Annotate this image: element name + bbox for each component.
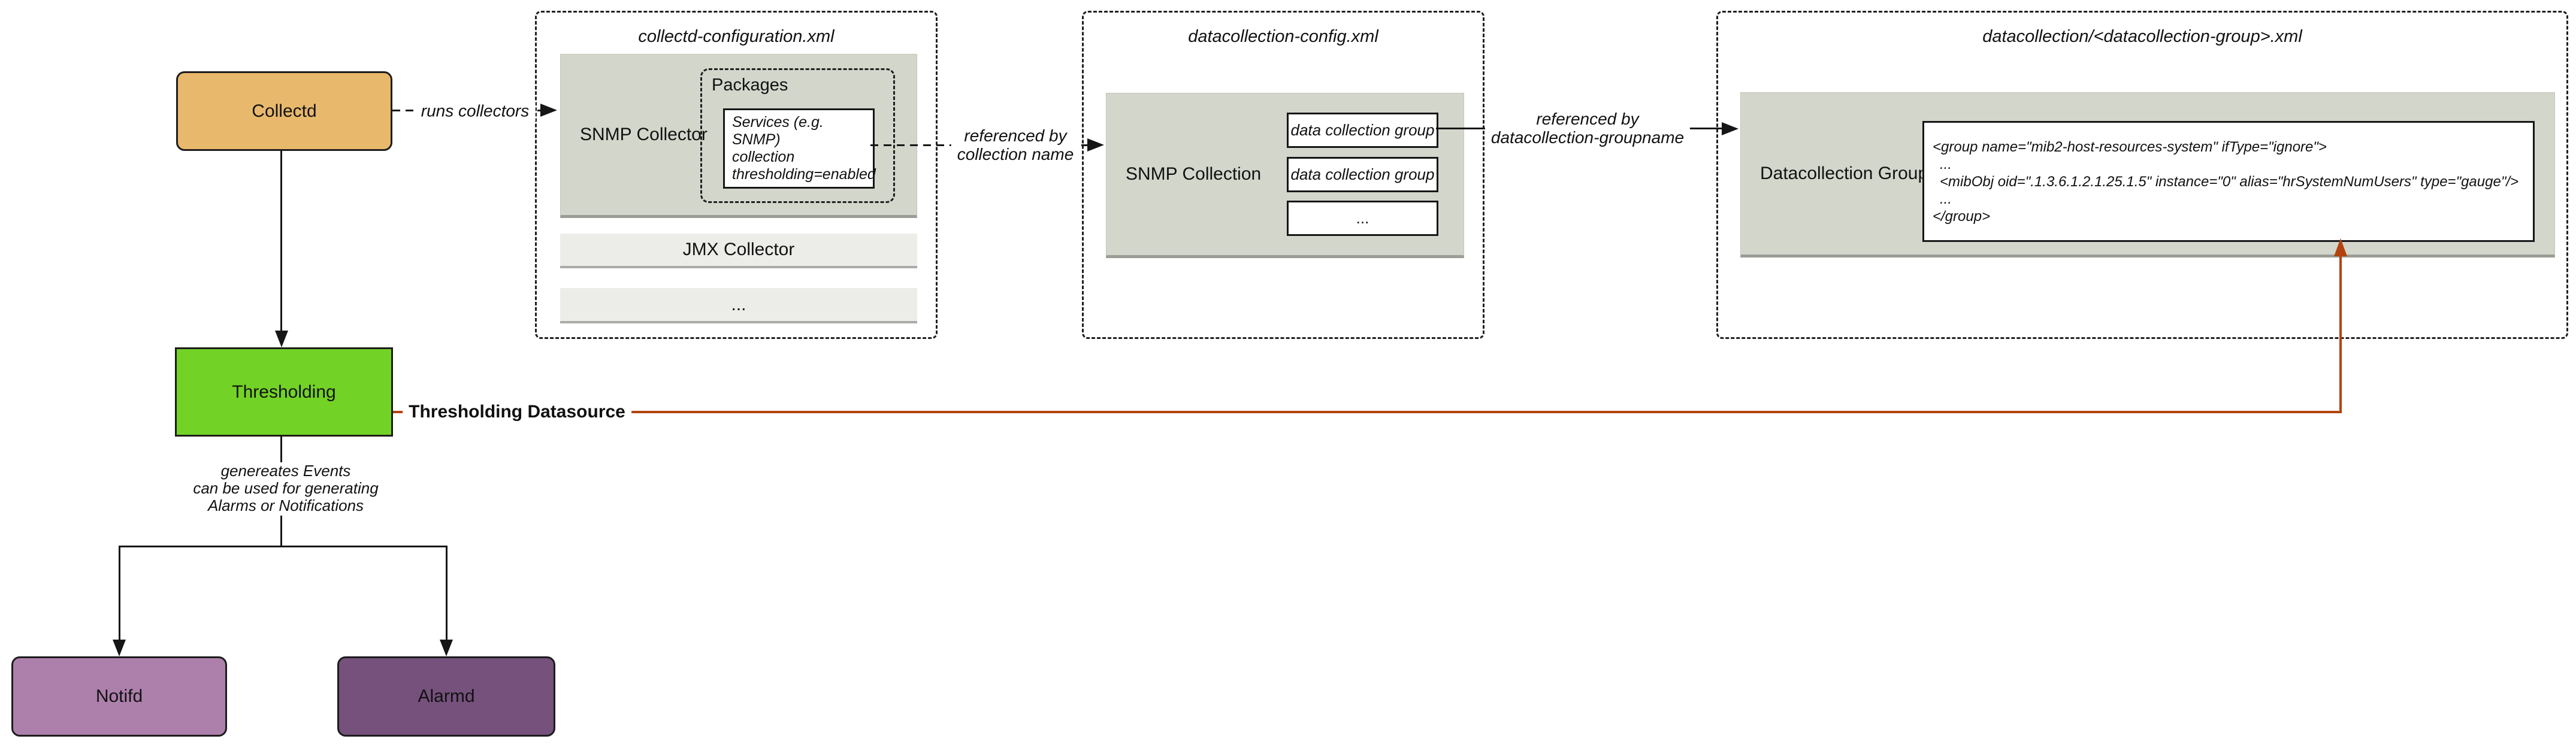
xml-code-line: <group name="mib2-host-resources-system"… [1933,138,2327,155]
datacollection-group-panel: Datacollection Group <group name="mib2-h… [1740,92,2555,258]
collectd-configuration-title: collectd-configuration.xml [638,27,835,46]
node-collectd-label: Collectd [252,101,317,121]
node-thresholding-label: Thresholding [232,381,336,402]
data-collection-group-box: data collection group [1287,113,1438,148]
snmp-collection-panel: SNMP Collection data collection group da… [1106,93,1464,258]
node-collectd: Collectd [176,71,392,151]
node-notifd-label: Notifd [95,686,143,706]
data-collection-group-more-box: ... [1287,201,1438,236]
datacollection-group-label: Datacollection Group [1760,163,1928,183]
jmx-collector-label: JMX Collector [682,240,795,259]
edge-events-alarmd-arrowhead [440,640,453,656]
edge-thresholding-datasource-hline [393,411,2342,413]
edge-events-notifd-line [119,546,120,641]
data-collection-group-box: data collection group [1287,157,1438,192]
edge-runs-collectors-arrowhead [540,104,557,117]
services-line: thresholding=enabled [732,166,876,183]
node-alarmd: Alarmd [337,656,555,737]
snmp-collector-panel: SNMP Collector Packages Services (e.g. S… [560,54,917,218]
edge-events-split-line [119,546,448,547]
container-collectd-configuration: collectd-configuration.xml SNMP Collecto… [535,11,938,339]
services-line: Services (e.g. SNMP) [732,114,824,148]
edge-referenced-by-collection-label: referenced by collection name [951,125,1080,165]
services-box: Services (e.g. SNMP) collection threshol… [723,108,876,189]
node-alarmd-label: Alarmd [418,686,475,706]
xml-code-line: </group> [1933,208,1991,225]
node-notifd: Notifd [11,656,227,737]
edge-collectd-thresholding-arrowhead [275,331,288,347]
edge-referenced-by-groupname-arrowhead [1722,122,1739,135]
edge-events-notifd-arrowhead [113,640,126,656]
datacollection-config-title: datacollection-config.xml [1188,27,1378,46]
more-collectors-label: ... [731,294,746,314]
edge-thresholding-datasource-vline [2339,254,2342,412]
edge-referenced-by-groupname-label: referenced by datacollection-groupname [1484,108,1691,148]
edge-thresholding-events-line-bottom [280,516,282,547]
edge-collectd-thresholding-line [280,151,282,332]
xml-code-line: <mibObj oid=".1.3.6.1.2.1.25.1.5" instan… [1940,173,2519,190]
datacollection-group-file-title: datacollection/<datacollection-group>.xm… [1982,27,2302,46]
container-datacollection-config: datacollection-config.xml SNMP Collectio… [1082,11,1484,339]
snmp-collection-label: SNMP Collection [1126,164,1262,184]
services-line: collection [732,149,795,165]
edge-thresholding-datasource-label: Thresholding Datasource [403,401,631,423]
more-collectors-panel: ... [560,288,917,323]
container-datacollection-group-file: datacollection/<datacollection-group>.xm… [1716,11,2568,339]
edge-events-alarmd-line [446,546,448,641]
xml-code-line: ... [1940,156,1952,172]
edge-runs-collectors-label: runs collectors [415,100,536,122]
xml-code-line: ... [1940,190,1952,207]
edge-thresholding-events-line-top [280,437,282,463]
packages-box: Packages Services (e.g. SNMP) collection… [700,68,895,203]
xml-code-box: <group name="mib2-host-resources-system"… [1922,121,2535,242]
edge-thresholding-datasource-arrowhead [2334,238,2347,256]
edge-referenced-by-collection-arrowhead [1087,138,1104,152]
node-thresholding: Thresholding [175,347,393,437]
generates-events-note: genereates Events can be used for genera… [193,462,379,514]
jmx-collector-panel: JMX Collector [560,234,917,268]
packages-label: Packages [712,75,788,95]
snmp-collector-label: SNMP Collector [580,125,708,144]
